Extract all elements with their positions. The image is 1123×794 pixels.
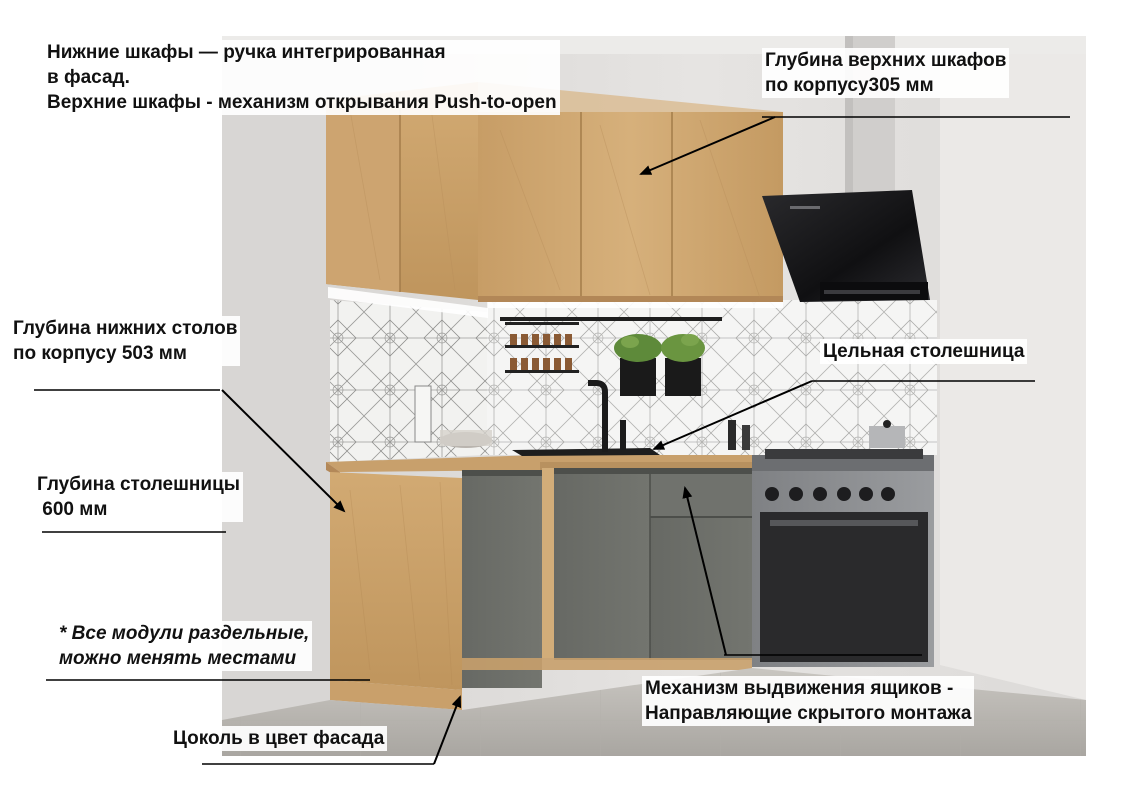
countertop-depth-line2: 600 мм [37,499,108,520]
countertop-depth-line1: Глубина столешницы [37,474,240,495]
gas-stove [752,420,934,667]
lower-cabinets [462,468,752,688]
modules-note-annotation: * Все модули раздельные, можно менять ме… [56,621,313,671]
plinth-line1: Цоколь в цвет фасада [173,728,385,749]
lower-depth-line2: по корпусу 503 мм [13,343,187,364]
modules-note-line1: * Все модули раздельные, [59,623,310,644]
solid-countertop-line1: Цельная столешница [823,341,1025,362]
drawer-mechanism-line1: Механизм выдвижения ящиков - [645,678,954,699]
handles-annotation: Нижние шкафы — ручка интегрированная в ф… [44,40,560,115]
countertop-depth-annotation: Глубина столешницы 600 мм [34,472,243,522]
upper-depth-line2: по корпусу305 мм [765,75,934,96]
cooker-hood [762,190,930,302]
upper-depth-line1: Глубина верхних шкафов [765,50,1007,71]
led-light [328,287,783,318]
kitchen-rail [500,317,722,396]
lower-depth-line1: Глубина нижних столов [13,318,238,339]
upper-depth-annotation: Глубина верхних шкафов по корпусу305 мм [762,48,1010,98]
lower-side-cabinet [330,472,462,690]
upper-cabinets [326,82,783,302]
handles-annotation-line3: Верхние шкафы - механизм открывания Push… [47,92,557,113]
solid-countertop-annotation: Цельная столешница [820,339,1028,364]
handles-annotation-line2: в фасад. [47,67,130,88]
drawer-mechanism-line2: Направляющие скрытого монтажа [645,703,972,724]
handles-annotation-line1: Нижние шкафы — ручка интегрированная [47,42,446,63]
drawer-mechanism-annotation: Механизм выдвижения ящиков - Направляющи… [642,676,975,726]
plinth-annotation: Цоколь в цвет фасада [170,726,388,751]
modules-note-line2: можно менять местами [59,648,297,669]
lower-depth-annotation: Глубина нижних столов по корпусу 503 мм [10,316,241,366]
